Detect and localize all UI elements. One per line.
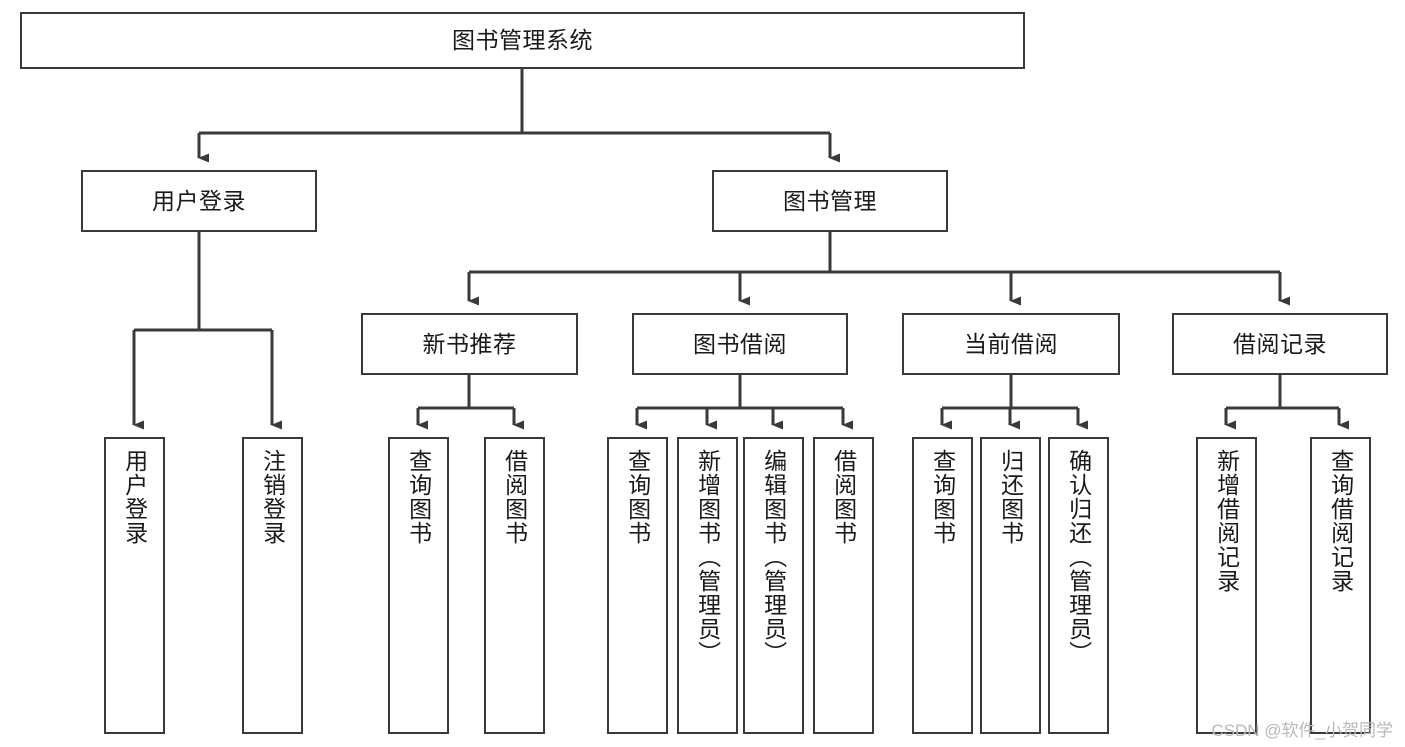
node-root[interactable]: 图书管理系统 [20, 12, 1025, 69]
node-book-management-label: 图书管理 [783, 187, 877, 214]
node-leaf-query-borrow-record-label: 查询借阅记录 [1327, 449, 1354, 593]
node-leaf-add-book-admin-label: 新增图书（管理员） [694, 449, 721, 665]
node-leaf-borrow-book-new-label: 借阅图书 [501, 449, 528, 545]
node-book-borrow[interactable]: 图书借阅 [632, 313, 848, 375]
node-user-login-label: 用户登录 [152, 187, 246, 214]
node-leaf-add-borrow-record-label: 新增借阅记录 [1213, 449, 1240, 593]
node-leaf-borrow-book-new[interactable]: 借阅图书 [484, 437, 545, 734]
node-book-management[interactable]: 图书管理 [712, 170, 948, 232]
node-leaf-user-login[interactable]: 用户登录 [104, 437, 165, 734]
node-leaf-query-book-borrow[interactable]: 查询图书 [607, 437, 668, 734]
node-current-borrow[interactable]: 当前借阅 [902, 313, 1120, 375]
node-leaf-query-book-current-label: 查询图书 [929, 449, 956, 545]
node-leaf-user-logout-label: 注销登录 [259, 449, 286, 545]
node-leaf-user-logout[interactable]: 注销登录 [242, 437, 303, 734]
node-leaf-user-login-label: 用户登录 [121, 449, 148, 545]
node-leaf-edit-book-admin[interactable]: 编辑图书（管理员） [743, 437, 804, 734]
watermark-text: CSDN @软件_小贺同学 [1211, 721, 1393, 740]
node-leaf-return-book[interactable]: 归还图书 [980, 437, 1041, 734]
node-root-label: 图书管理系统 [452, 27, 593, 54]
node-leaf-query-book-borrow-label: 查询图书 [624, 449, 651, 545]
node-leaf-query-book-new[interactable]: 查询图书 [388, 437, 449, 734]
node-leaf-confirm-return-admin[interactable]: 确认归还（管理员） [1048, 437, 1109, 734]
node-leaf-query-book-new-label: 查询图书 [405, 449, 432, 545]
node-user-login[interactable]: 用户登录 [81, 170, 317, 232]
node-leaf-return-book-label: 归还图书 [997, 449, 1024, 545]
node-current-borrow-label: 当前借阅 [964, 330, 1058, 357]
node-leaf-confirm-return-admin-label: 确认归还（管理员） [1065, 449, 1092, 665]
node-leaf-borrow-book-label: 借阅图书 [830, 449, 857, 545]
node-borrow-record[interactable]: 借阅记录 [1172, 313, 1388, 375]
node-leaf-add-book-admin[interactable]: 新增图书（管理员） [677, 437, 738, 734]
node-leaf-query-borrow-record[interactable]: 查询借阅记录 [1310, 437, 1371, 734]
node-leaf-borrow-book[interactable]: 借阅图书 [813, 437, 874, 734]
node-leaf-add-borrow-record[interactable]: 新增借阅记录 [1196, 437, 1257, 734]
node-new-book-recommend[interactable]: 新书推荐 [361, 313, 578, 375]
node-new-book-recommend-label: 新书推荐 [422, 330, 517, 357]
node-borrow-record-label: 借阅记录 [1233, 330, 1327, 357]
node-leaf-edit-book-admin-label: 编辑图书（管理员） [760, 449, 787, 665]
node-leaf-query-book-current[interactable]: 查询图书 [912, 437, 973, 734]
node-book-borrow-label: 图书借阅 [693, 330, 787, 357]
